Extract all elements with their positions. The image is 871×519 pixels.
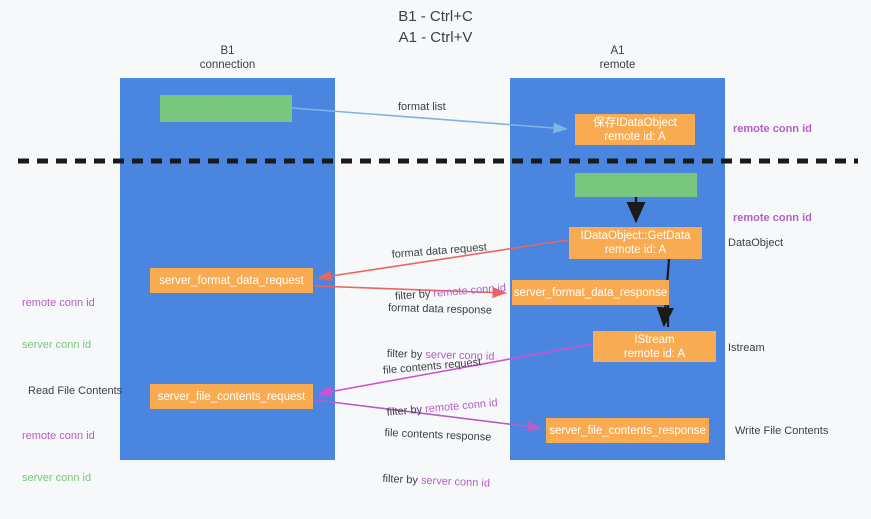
node-server-format-data-request[interactable]: server_format_data_request <box>150 268 313 293</box>
legend-bottom: remote conn id server conn id <box>22 401 95 513</box>
node-server-format-data-response[interactable]: server_format_data_response <box>512 280 669 305</box>
legend-middle: remote conn id server conn id <box>22 268 95 380</box>
annotation-remote-conn-id-top: remote conn id <box>733 123 812 135</box>
text-line: B1 <box>220 45 235 57</box>
column-header-b1: B1 connection <box>120 44 335 72</box>
text-line: remote id: A <box>623 347 686 360</box>
column-header-a1: A1 remote <box>510 44 725 72</box>
annotation-dataobject: DataObject <box>728 237 784 249</box>
text-line: connection <box>199 59 256 71</box>
edge-label-line1: file contents response <box>384 426 492 444</box>
text-line: remote id: A <box>604 244 667 256</box>
annotation-remote-conn-id-mid: remote conn id <box>733 212 812 224</box>
text-line: 保存IDataObject <box>593 116 677 129</box>
text-line: A1 - Ctrl+V <box>398 29 473 46</box>
text-line: remote id: A <box>604 130 666 143</box>
annotation-read-file-contents: Read File Contents <box>28 385 123 397</box>
text-line: B1 - Ctrl+C <box>398 8 473 25</box>
legend-server-conn-id: server conn id <box>22 339 92 351</box>
text-line: IStream <box>634 333 675 346</box>
annotation-write-file-contents: Write File Contents <box>735 425 829 437</box>
node-ctrl-c[interactable]: Ctrl + C <box>160 95 292 122</box>
text-line: A1 <box>610 45 625 57</box>
edge-label-line1: format data response <box>387 301 493 317</box>
edge-label-line1: format data request <box>391 241 488 261</box>
legend-server-conn-id: server conn id <box>22 472 92 484</box>
legend-remote-conn-id: remote conn id <box>22 297 95 309</box>
page-title: B1 - Ctrl+C A1 - Ctrl+V <box>0 6 871 48</box>
filter-key: server conn id <box>420 474 491 490</box>
legend-remote-conn-id: remote conn id <box>22 430 95 442</box>
node-server-file-contents-response[interactable]: server_file_contents_response <box>546 418 709 443</box>
edge-label-line2: filter by server conn id <box>382 472 490 491</box>
edge-label-file-contents-response: file contents response filter by server … <box>381 398 494 519</box>
filter-prefix: filter by <box>382 472 422 487</box>
text-line: IDataObject::GetData <box>580 230 691 242</box>
text-line: remote <box>599 59 636 71</box>
annotation-istream: Istream <box>728 342 765 354</box>
node-ctrl-v[interactable]: Ctrl + V <box>575 173 697 197</box>
node-server-file-contents-request[interactable]: server_file_contents_request <box>150 384 313 409</box>
edge-label-format-list: format list <box>398 101 446 113</box>
diagram-canvas: B1 - Ctrl+C A1 - Ctrl+V B1 connection A1 re… <box>0 6 871 490</box>
edge-label-line1: file contents request <box>382 356 482 377</box>
